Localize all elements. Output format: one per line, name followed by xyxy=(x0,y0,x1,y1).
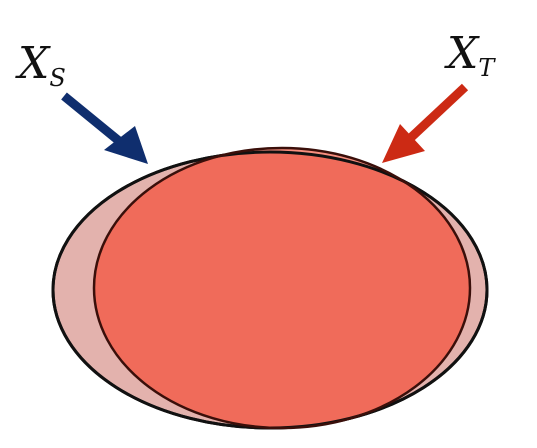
arrow-down-right-icon xyxy=(61,92,148,164)
target-label-subscript: T xyxy=(478,54,496,82)
arrow-down-left-icon xyxy=(382,83,469,163)
target-domain-outline xyxy=(92,146,472,430)
source-domain-label: XS xyxy=(15,38,66,92)
source-label-subscript: S xyxy=(49,64,65,92)
source-label-main: X xyxy=(15,38,51,89)
overlap-region xyxy=(94,152,470,428)
target-domain-label: XT xyxy=(444,28,496,82)
target-label-main: X xyxy=(444,28,480,79)
